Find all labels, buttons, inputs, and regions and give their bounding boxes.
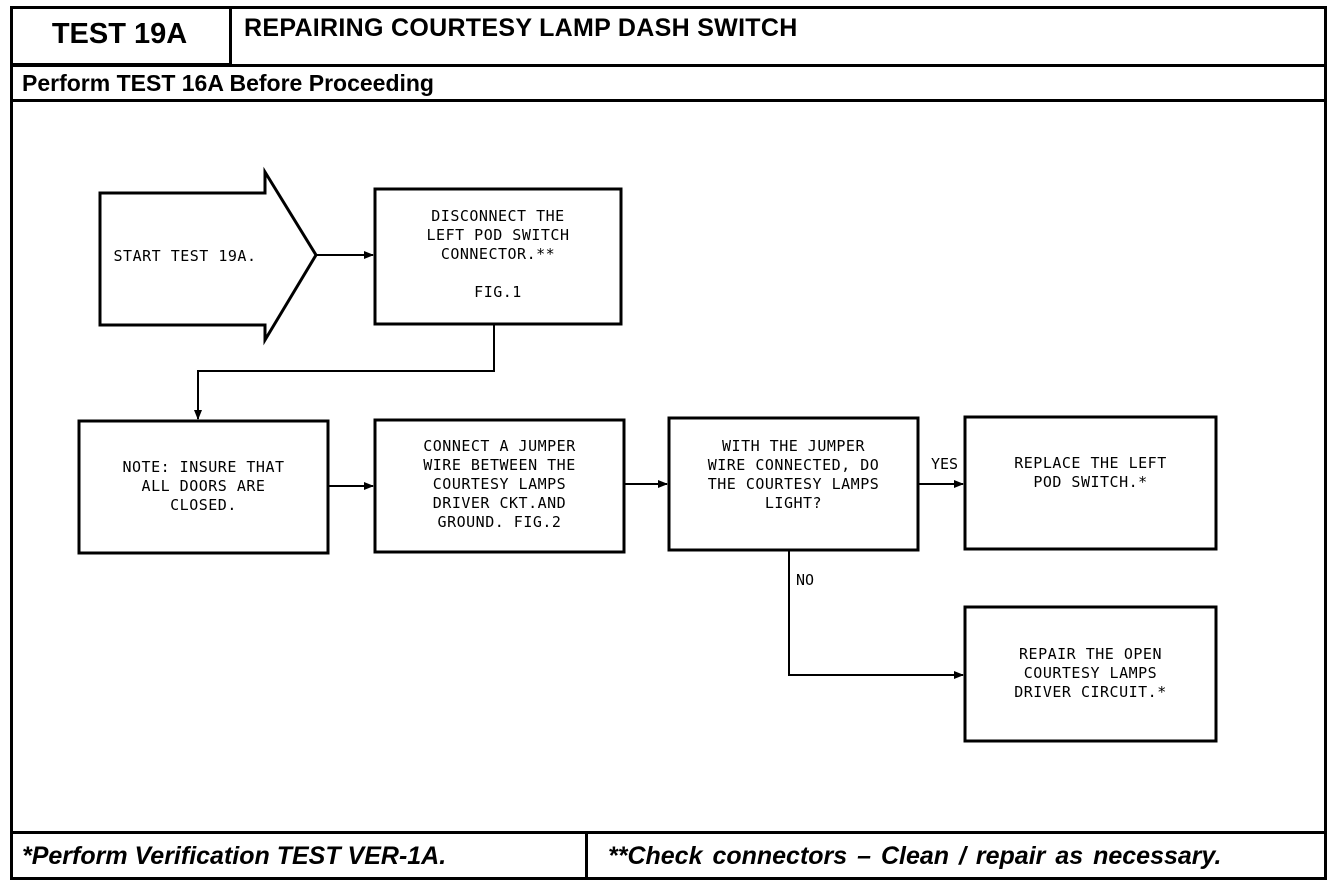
connect-jumper-text: CONNECT A JUMPER WIRE BETWEEN THE COURTE… [423,437,576,531]
footer-vertical-divider [585,832,588,880]
replace-box [963,415,1218,551]
yes-label: YES [931,455,959,473]
start-arrow-shape [98,166,318,346]
page-title: REPAIRING COURTESY LAMP DASH SWITCH [244,14,798,42]
question-text: WITH THE JUMPER WIRE CONNECTED, DO THE C… [707,437,880,512]
start-label: START TEST 19A. [113,247,257,265]
disconnect-text: DISCONNECT THE LEFT POD SWITCH CONNECTOR… [426,207,570,301]
no-label: NO [796,571,815,589]
footer-divider [10,831,1327,834]
note-box [77,419,330,555]
note-text: NOTE: INSURE THAT ALL DOORS ARE CLOSED. [122,458,285,514]
repair-box [963,605,1218,743]
question-box [667,416,920,552]
edge-question-to-repair [788,550,964,679]
repair-text: REPAIR THE OPEN COURTESY LAMPS DRIVER CI… [1014,645,1167,701]
header-divider [10,64,1327,67]
disconnect-box [373,187,623,326]
footer-left-note: *Perform Verification TEST VER-1A. [22,842,447,870]
header-divider-2 [10,99,1327,102]
prerequisite-note: Perform TEST 16A Before Proceeding [22,70,434,96]
edge-disconnect-to-note [194,324,495,420]
replace-text: REPLACE THE LEFT POD SWITCH.* [1014,454,1167,491]
footer-right-note: **Check connectors – Clean / repair as n… [608,842,1222,870]
connect-jumper-box [373,418,626,554]
page-frame [10,6,1327,880]
